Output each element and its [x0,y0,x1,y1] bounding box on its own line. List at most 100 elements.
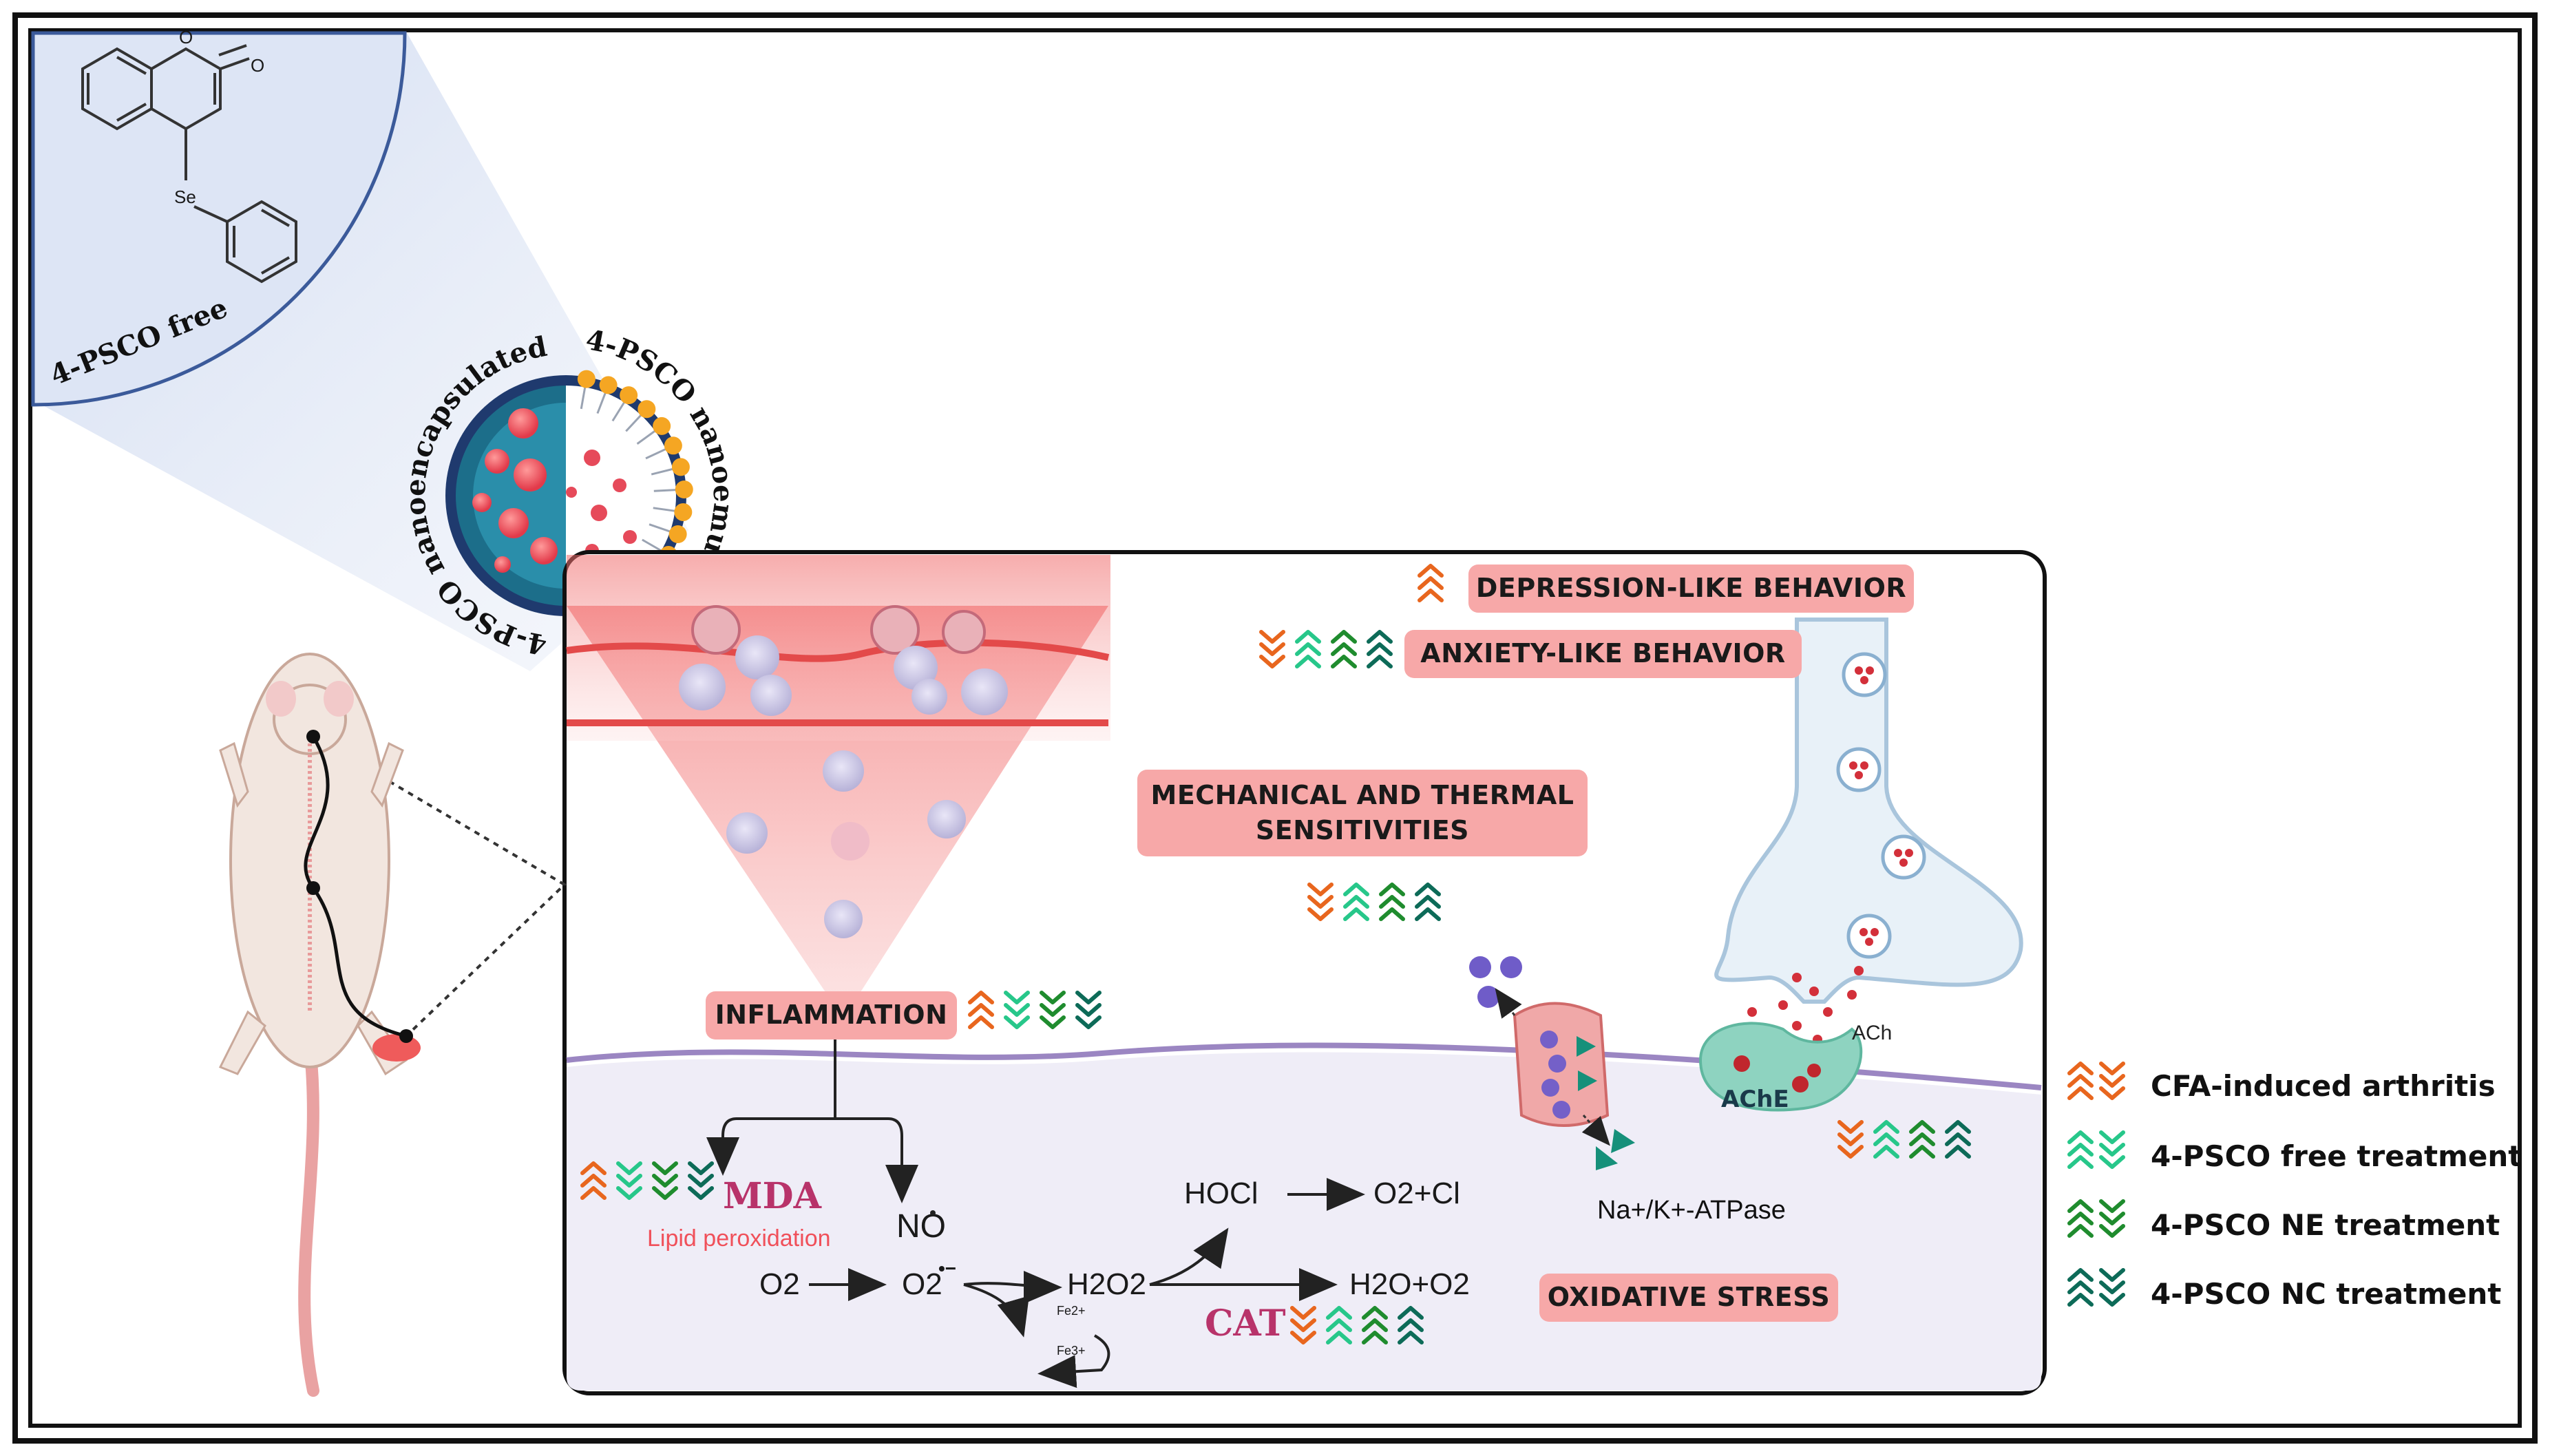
inflammation-label: INFLAMMATION [706,991,957,1040]
vessel-wall-top [566,639,1110,662]
vesicle-content-dot [1855,771,1863,779]
legend-down-chevron [2099,1062,2125,1100]
legend-label-nc: 4-PSCO NC treatment [2151,1277,2502,1311]
indicator-chevron [1398,1306,1424,1344]
superoxide-charge: •− [938,1258,956,1279]
vesicle-content-dot [1871,928,1879,936]
surfactant-head [668,525,687,543]
cat-label: CAT [1205,1302,1286,1344]
indicator-chevron [1415,883,1441,921]
surfactant-head [664,436,682,455]
acetylcholine-dot [1847,990,1857,1000]
indicator-chevron [1295,630,1321,668]
acetylcholine-dot [1823,1007,1833,1017]
surfactant-head [620,386,638,405]
inner-border [28,28,2522,1428]
na-k-atpase [1469,956,1635,1170]
iron-2-label: Fe2+ [1057,1304,1086,1318]
mechanical-line-1: MECHANICAL AND THERMAL [1150,779,1574,810]
hydrogen-peroxide-label: H2O2 [1067,1267,1146,1301]
legend-up-chevron [2067,1130,2094,1169]
ach-label: ACh [1852,1022,1892,1044]
indicator-chevron [652,1161,678,1200]
legend-down-chevron [2099,1130,2125,1169]
rat-illustration [218,653,421,1397]
vesicle-content-dot [1894,849,1902,857]
indicator-chevron [968,991,994,1029]
acetylcholine-dot [1747,1007,1757,1017]
vesicle-content-dot [1865,938,1873,946]
surfactant-head [638,400,656,419]
indicator-chevron [1331,630,1357,668]
indicator-chevron [1040,991,1066,1029]
h2o-o2-label: H2O+O2 [1349,1267,1470,1301]
no-radical-dot [930,1210,936,1216]
outer-border [12,12,2538,1444]
ache-label: AChE [1721,1086,1789,1113]
chemical-structure [81,44,297,284]
indicator-chevron [1945,1120,1971,1159]
o2-cl-label: O2+Cl [1373,1177,1460,1210]
ache-enzyme [1698,1022,1863,1112]
carbonyl-oxygen-label: O [251,55,264,76]
vesicle-content-dot [1860,761,1868,770]
acetylcholine-dot [1792,973,1802,982]
indicator-chevron [1362,1306,1388,1344]
oxidative-stress-label: OXIDATIVE STRESS [1539,1274,1838,1322]
surfactant-head [599,376,618,394]
reaction-arrows [706,1040,1365,1389]
mechanical-line-2: SENSITIVITIES [1255,815,1470,845]
iron-3-label: Fe3+ [1057,1344,1086,1358]
zoom-lines [312,735,567,1037]
mda-label: MDA [723,1175,822,1217]
legend-label-cfa: CFA-induced arthritis [2151,1069,2496,1103]
acetylcholine-dot [1809,987,1819,996]
indicator-chevron [1909,1120,1935,1159]
acetylcholine-dot [1778,1000,1788,1010]
atpase-label: Na+/K+-ATPase [1597,1196,1786,1225]
indicator-chevron [1418,564,1444,602]
oxygen-label: O2 [759,1267,800,1301]
cell-membrane [566,1042,2042,1090]
depression-behavior-label: DEPRESSION-LIKE BEHAVIOR [1468,565,1914,613]
indicator-chevron [1290,1306,1316,1344]
synapse-terminal [1714,618,2023,1004]
legend-up-chevron [2067,1268,2094,1307]
lipid-peroxidation-label: Lipid peroxidation [647,1225,831,1252]
legend-label-free: 4-PSCO free treatment [2151,1139,2522,1173]
vesicle-content-dot [1849,761,1857,770]
indicator-chevron [1326,1306,1352,1344]
surfactant-head [675,480,693,498]
surfactant-head [577,370,596,388]
acetylcholine-dot [1792,1021,1802,1031]
mechanical-thermal-label: MECHANICAL AND THERMAL SENSITIVITIES [1137,770,1588,856]
ring-oxygen-label: O [179,27,193,48]
surfactant-head [671,458,690,476]
vesicle-content-dot [1855,666,1863,675]
legend-down-chevron [2099,1199,2125,1238]
legend-up-chevron [2067,1062,2094,1100]
vesicle-content-dot [1905,849,1913,857]
indicator-chevron [1367,630,1393,668]
legend-down-chevron [2099,1268,2125,1307]
treatment-indicators [580,564,2125,1344]
selenium-label: Se [174,187,196,207]
immune-cells [679,605,1008,938]
vesicle-content-dot [1860,676,1868,684]
nitric-oxide-label: NO [896,1208,946,1245]
acetylcholine-dot [1854,966,1864,975]
legend-up-chevron [2067,1199,2094,1238]
indicator-chevron [580,1161,607,1200]
indicator-chevron [616,1161,642,1200]
indicator-chevron [1075,991,1102,1029]
surfactant-head [674,503,693,521]
superoxide-label: O2 [902,1267,942,1301]
indicator-chevron [1259,630,1285,668]
indicator-chevron [1873,1120,1899,1159]
hypochlorous-acid-label: HOCl [1184,1177,1258,1210]
vesicle-content-dot [1859,928,1868,936]
indicator-chevron [1343,883,1369,921]
indicator-chevron [688,1161,714,1200]
